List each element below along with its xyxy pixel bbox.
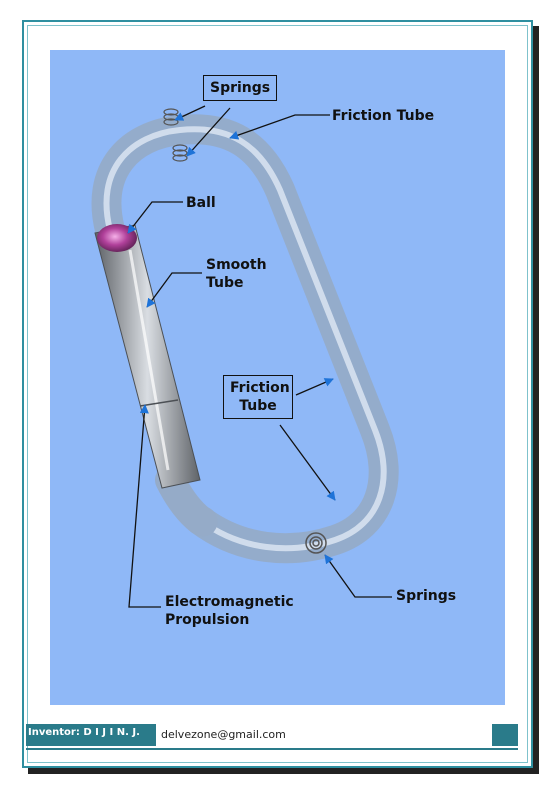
footer-line — [26, 748, 518, 750]
label-ball: Ball — [186, 195, 216, 211]
leader-springs-top-1 — [174, 105, 206, 121]
label-friction-tube-top: Friction Tube — [332, 108, 435, 124]
diagram-area: Springs Friction Tube Ball Smooth Tube F… — [50, 50, 505, 705]
footer-email: delvezone@gmail.com — [161, 728, 286, 741]
footer-inventor: Inventor: D I J I N. J. — [28, 727, 140, 738]
label-smooth-tube-line2: Tube — [206, 275, 244, 291]
diagram-svg — [91, 105, 399, 608]
smooth-tube — [94, 224, 201, 489]
label-friction-tube-mid: Friction Tube — [223, 375, 293, 419]
label-friction-tube-mid-line1: Friction — [230, 380, 290, 396]
label-em-line1: Electromagnetic — [165, 594, 294, 610]
page-number: 2 — [475, 728, 482, 739]
label-springs-top: Springs — [203, 75, 278, 101]
leader-springs-bottom — [324, 554, 392, 598]
leader-smooth-tube — [146, 272, 202, 308]
leader-friction-tube-mid-1 — [295, 378, 334, 396]
footer-email-box: delvezone@gmail.com — [156, 724, 492, 746]
footer: Inventor: D I J I N. J. delvezone@gmail.… — [26, 724, 518, 746]
leader-springs-top-2 — [186, 107, 231, 157]
label-friction-tube-mid-line2: Tube — [239, 398, 277, 414]
leader-friction-tube-top — [229, 114, 330, 140]
label-smooth-tube-line1: Smooth — [206, 257, 267, 273]
ball — [97, 224, 137, 252]
springs-bottom-icon — [305, 532, 327, 554]
page-border-inner — [27, 25, 528, 763]
label-springs-bottom: Springs — [396, 588, 457, 604]
leader-friction-tube-mid-2 — [279, 424, 336, 501]
friction-tube-loop — [91, 114, 399, 564]
leader-ball — [127, 201, 183, 234]
label-em-line2: Propulsion — [165, 612, 250, 628]
leader-em-propulsion — [128, 404, 161, 608]
